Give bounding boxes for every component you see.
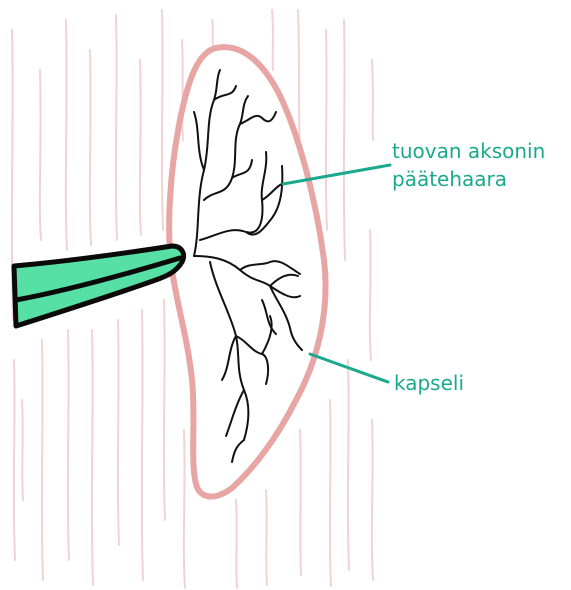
incoming-axon [14,246,184,326]
muscle-fiber [212,20,213,46]
muscle-fiber [300,430,301,575]
branch [270,275,298,286]
muscle-fiber [182,40,183,140]
muscle-fiber [272,10,273,70]
muscle-fiber [66,20,67,250]
branch [240,112,276,124]
muscle-fiber [370,230,371,360]
muscle-fiber [372,420,373,580]
muscle-fiber [162,10,163,230]
branch [262,300,276,334]
branch [194,112,204,170]
muscle-fiber [140,60,141,235]
muscle-fiber [184,430,185,588]
muscle-fiber [118,320,119,545]
muscle-fiber [68,330,69,560]
muscle-fiber [40,70,41,240]
branch [240,261,300,274]
label-axon-terminal-line2: päätehaara [392,167,507,191]
branch [262,184,282,200]
muscle-fiber [344,20,345,260]
branch [222,336,236,380]
terminal-branches [194,70,302,462]
muscle-fiber [236,500,237,588]
muscle-fiber [348,360,349,570]
muscle-fiber [330,400,331,586]
muscle-fiber [372,60,373,140]
label-axon-terminal-line1: tuovan aksonin [392,139,545,163]
muscle-fiber [326,30,327,230]
muscle-fiber [298,10,300,150]
axon-fiber [14,246,184,326]
muscle-fiber [116,15,117,240]
muscle-fiber [142,310,143,580]
branch [210,262,249,440]
leader-line-axon-terminal [283,165,390,184]
label-capsule: kapseli [394,371,464,395]
branch [232,440,244,462]
muscle-fiber [266,490,267,585]
muscle-fiber [42,340,43,580]
muscle-fiber [92,330,93,585]
branch [262,316,272,354]
muscle-fiber [164,300,165,520]
muscle-fiber [90,50,91,245]
branch [226,390,244,436]
muscle-fiber [14,360,15,560]
muscle-fiber [22,400,23,500]
